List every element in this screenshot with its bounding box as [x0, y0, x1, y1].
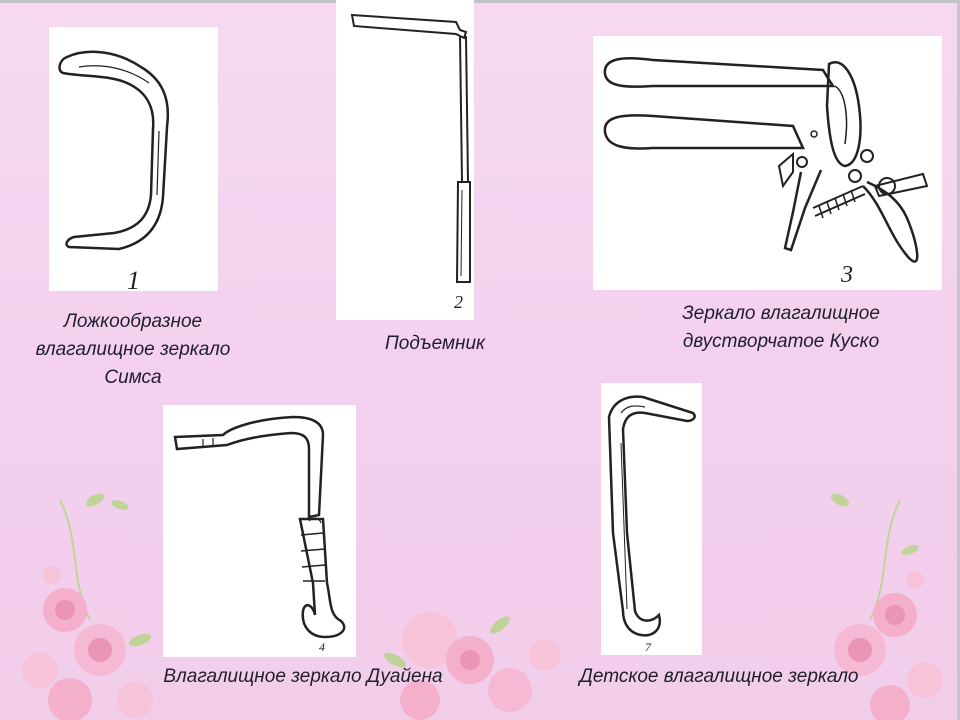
figure-cusco-speculum: 3: [593, 36, 942, 290]
cusco-speculum-drawing: 3: [603, 57, 929, 288]
doyen-speculum-drawing: 4: [173, 415, 346, 654]
caption-elevator: Подъемник: [360, 330, 510, 358]
figure-number: 4: [319, 640, 325, 654]
pediatric-speculum-drawing: 7: [607, 395, 696, 654]
caption-doyen-speculum: Влагалищное зеркало Дуайена: [138, 663, 468, 691]
figure-number: 1: [127, 266, 140, 291]
elevator-drawing: 2: [350, 13, 471, 312]
caption-line: Симса: [104, 367, 162, 388]
figure-number: 3: [840, 262, 853, 288]
caption-line: Ложкообразное: [63, 311, 203, 332]
caption-line: Зеркало влагалищное: [682, 303, 880, 324]
figure-pediatric-speculum: 7: [601, 383, 702, 655]
caption-line: Подъемник: [384, 333, 485, 354]
figure-number: 7: [645, 640, 652, 654]
sims-speculum-drawing: 1: [58, 50, 170, 291]
caption-line: влагалищное зеркало: [35, 339, 231, 360]
figure-sims-speculum: 1: [49, 27, 218, 291]
figure-doyen-speculum: 4: [163, 405, 356, 657]
figure-number: 2: [454, 292, 463, 312]
caption-line: Влагалищное зеркало Дуайена: [163, 666, 443, 687]
caption-line: Детское влагалищное зеркало: [579, 666, 859, 687]
caption-pediatric-speculum: Детское влагалищное зеркало: [552, 663, 886, 691]
caption-sims-speculum: Ложкообразное влагалищное зеркало Симса: [8, 308, 258, 392]
figure-elevator: 2: [336, 0, 474, 320]
caption-line: двустворчатое Куско: [682, 331, 880, 352]
caption-cusco-speculum: Зеркало влагалищное двустворчатое Куско: [646, 300, 916, 356]
